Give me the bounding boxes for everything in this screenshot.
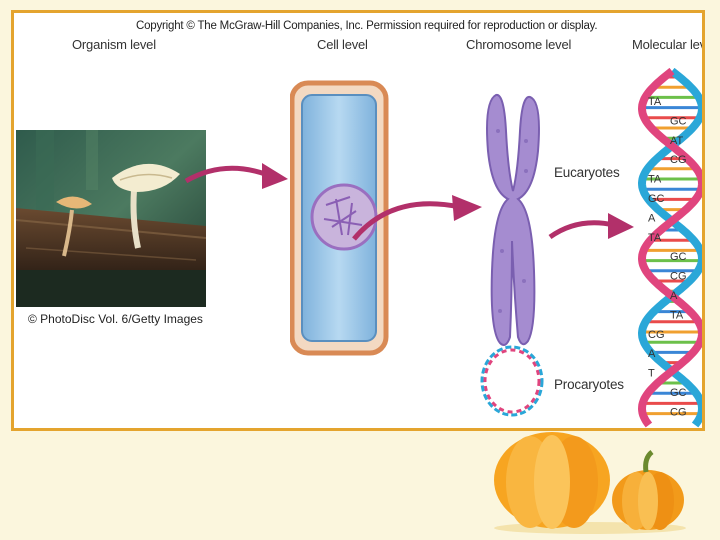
base-pair-label: AT	[670, 135, 684, 147]
base-pair-label: A	[648, 348, 656, 360]
photo-credit: © PhotoDisc Vol. 6/Getty Images	[28, 312, 203, 326]
base-pair-label: TA	[648, 96, 662, 108]
base-pair-label: A	[648, 212, 656, 224]
arrow-cell-to-chromosome	[352, 195, 482, 241]
base-pair-label: GC	[648, 193, 665, 205]
base-pair-label: CG	[670, 406, 687, 418]
diagram-panel: Copyright © The McGraw-Hill Companies, I…	[11, 10, 705, 431]
base-pair-label: T	[648, 368, 655, 380]
mushroom-photo	[16, 130, 206, 307]
molecular-level-label: Molecular level	[632, 37, 702, 52]
prokaryote-chromosome	[480, 345, 544, 417]
base-pair-label: GC	[670, 115, 687, 127]
eukaryotes-label: Eucaryotes	[554, 165, 620, 180]
base-pair-label: GC	[670, 387, 687, 399]
base-pair-label: CG	[648, 329, 665, 341]
base-pair-label: TA	[670, 309, 684, 321]
base-pair-label: TA	[648, 174, 662, 186]
arrow-organism-to-cell	[184, 163, 288, 189]
base-pair-label: CG	[670, 271, 687, 283]
copyright-notice: Copyright © The McGraw-Hill Companies, I…	[136, 20, 598, 32]
eukaryote-chromosome	[486, 93, 540, 346]
base-pair-label: GC	[670, 251, 687, 263]
prokaryotes-label: Procaryotes	[554, 377, 624, 392]
organism-level-label: Organism level	[72, 37, 156, 52]
chromosome-level-label: Chromosome level	[466, 37, 572, 52]
arrow-chromosome-to-molecular	[548, 213, 634, 240]
cell-level-label: Cell level	[317, 37, 368, 52]
base-pair-label: A	[670, 290, 678, 302]
pumpkins-decoration	[494, 432, 686, 534]
base-pair-label: CG	[670, 154, 687, 166]
base-pair-label: TA	[648, 232, 662, 244]
